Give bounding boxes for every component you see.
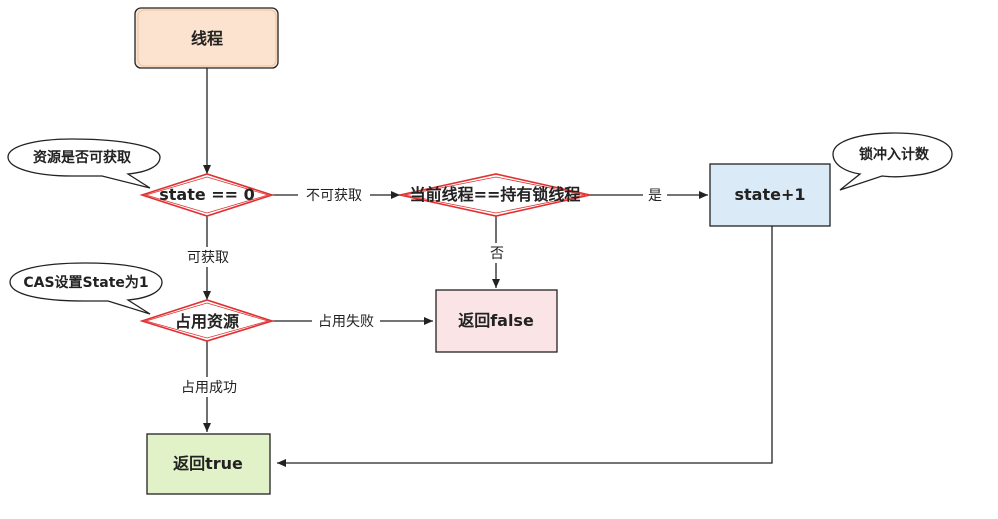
edge-label-occupy-failed: 占用失败: [318, 314, 374, 330]
node-occupy-resource: 占用资源: [139, 299, 275, 342]
node-state-check: state == 0: [139, 173, 275, 217]
edges: [203, 68, 773, 467]
node-occupy-resource-label: 占用资源: [175, 312, 239, 331]
callout-resource-available-label: 资源是否可获取: [33, 149, 132, 166]
node-current-thread-check-label: 当前线程==持有锁线程: [410, 185, 581, 204]
node-thread-label: 线程: [191, 29, 223, 48]
edge-label-cannot-acquire: 不可获取: [306, 188, 362, 204]
node-thread: 线程: [134, 7, 279, 69]
callout-lock-reentry-count: 锁冲入计数: [832, 132, 953, 191]
callout-lock-reentry-count-label: 锁冲入计数: [859, 146, 930, 163]
node-state-plus-one-label: state+1: [734, 185, 805, 204]
callout-cas-set-state: CAS设置State为1: [9, 262, 163, 315]
node-state-check-label: state == 0: [159, 185, 255, 204]
node-return-false-label: 返回false: [458, 311, 534, 330]
node-state-plus-one: state+1: [709, 163, 831, 227]
edge-label-can-acquire: 可获取: [187, 250, 229, 266]
edge-label-occupy-success: 占用成功: [181, 380, 237, 396]
callout-resource-available: 资源是否可获取: [7, 138, 161, 189]
edge-label-yes: 是: [648, 188, 662, 204]
callout-cas-set-state-label: CAS设置State为1: [23, 274, 148, 291]
node-return-true: 返回true: [146, 433, 271, 495]
node-return-true-label: 返回true: [173, 454, 243, 473]
node-return-false: 返回false: [435, 289, 558, 353]
edge-state-plus-to-return-true: [277, 226, 773, 467]
edge-labels: 不可获取 是 否 可获取 占用失败 占用成功: [174, 185, 667, 397]
node-current-thread-check: 当前线程==持有锁线程: [399, 173, 591, 217]
edge-label-no: 否: [490, 246, 504, 262]
